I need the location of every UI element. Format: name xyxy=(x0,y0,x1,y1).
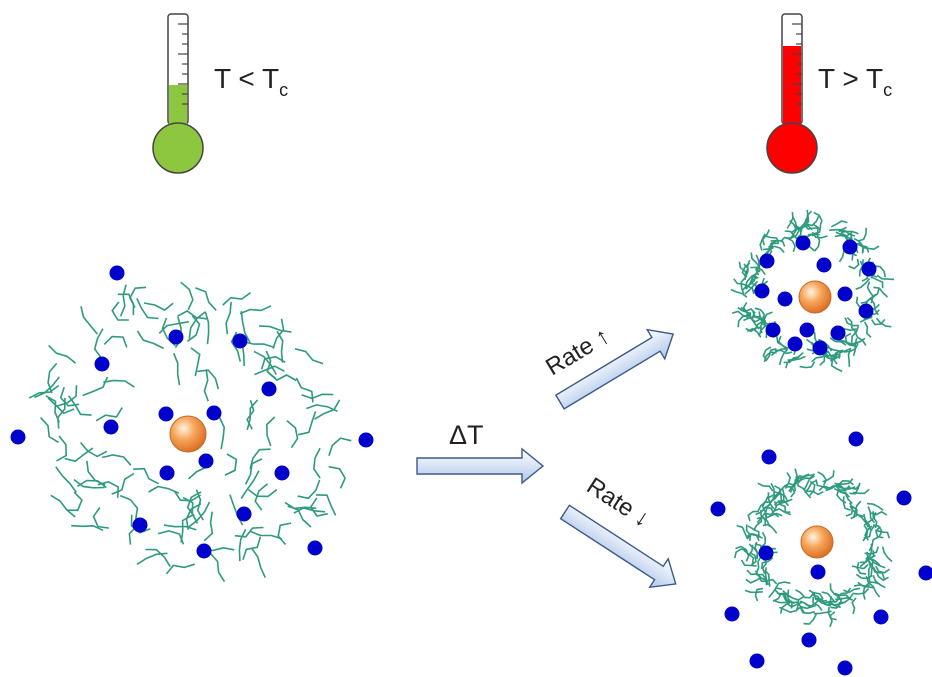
solute-dot xyxy=(918,565,932,581)
solute-dot xyxy=(159,465,175,481)
solute-dot xyxy=(801,632,817,648)
cold-temperature-label: T < Tc xyxy=(214,63,288,100)
solute-dot xyxy=(787,336,803,352)
slow-rate-arrow xyxy=(559,504,677,589)
solute-dot xyxy=(861,261,877,277)
fast-rate-arrow xyxy=(554,328,675,410)
thermometer-hot-icon xyxy=(766,13,818,174)
hot-temperature-label: T > Tc xyxy=(818,63,892,100)
solute-dot xyxy=(710,501,726,517)
solute-dot xyxy=(307,540,323,556)
thermometer-cold-icon xyxy=(152,13,204,174)
solute-dot xyxy=(206,405,222,421)
core-particle-fast xyxy=(798,280,832,314)
solute-dot xyxy=(896,490,912,506)
solute-dot xyxy=(837,660,853,676)
solute-dot xyxy=(799,322,815,338)
solute-dot xyxy=(198,453,214,469)
swollen-polymer-coil xyxy=(28,281,352,583)
solute-dot xyxy=(848,431,864,447)
solute-dot xyxy=(168,329,184,345)
solute-dot xyxy=(358,432,374,448)
solute-dot xyxy=(816,257,832,273)
transition-label: ΔT xyxy=(449,420,484,450)
solute-dot xyxy=(132,517,148,533)
solute-dot xyxy=(196,543,212,559)
solute-dot xyxy=(795,235,811,251)
solute-dot xyxy=(261,381,277,397)
solute-dot xyxy=(94,356,110,372)
solute-dot xyxy=(749,653,765,669)
solute-dot xyxy=(232,333,248,349)
transition-arrow xyxy=(416,447,545,485)
solute-dot xyxy=(837,286,853,302)
solute-dot xyxy=(103,419,119,435)
solute-dot xyxy=(759,253,775,269)
solute-dot xyxy=(236,506,252,522)
solute-dot xyxy=(274,465,290,481)
core-particle-left xyxy=(169,415,207,453)
solute-dot xyxy=(830,325,846,341)
solute-dot xyxy=(761,449,777,465)
solute-dot xyxy=(158,406,174,422)
solute-dot xyxy=(873,609,889,625)
core-particle-slow xyxy=(800,525,834,559)
solute-molecules xyxy=(10,235,932,676)
solute-dot xyxy=(724,606,740,622)
solute-dot xyxy=(109,265,125,281)
solute-dot xyxy=(765,322,781,338)
solute-dot xyxy=(858,303,874,319)
solute-dot xyxy=(754,283,770,299)
solute-dot xyxy=(812,340,828,356)
solute-dot xyxy=(810,564,826,580)
solute-dot xyxy=(10,429,26,445)
solute-dot xyxy=(842,239,858,255)
solute-dot xyxy=(777,291,793,307)
solute-dot xyxy=(758,545,774,561)
